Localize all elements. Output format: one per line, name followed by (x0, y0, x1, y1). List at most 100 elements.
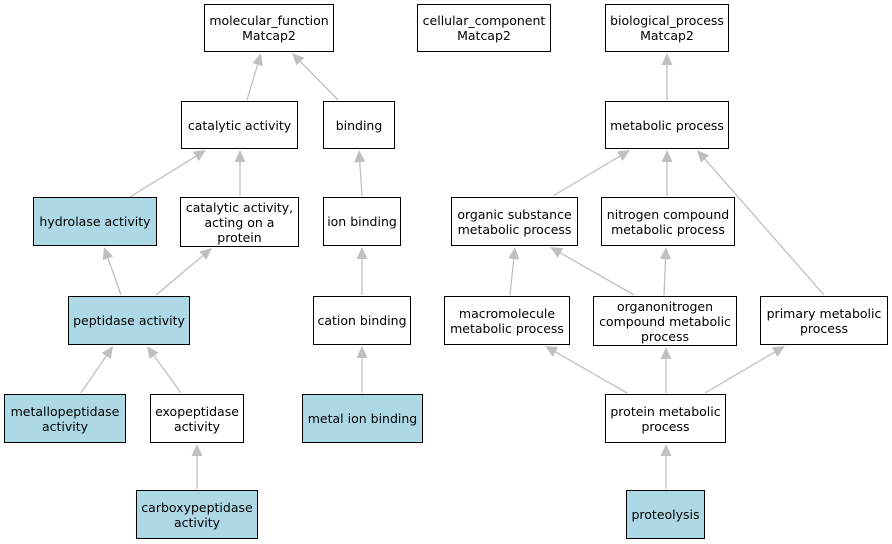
node-exopeptidase-activity[interactable]: exopeptidase activity (150, 394, 244, 443)
node-label: molecular_function Matcap2 (209, 13, 329, 43)
arrowhead-icon (771, 346, 785, 357)
node-carboxypeptidase-activity[interactable]: carboxypeptidase activity (136, 490, 258, 539)
edge-cation-binding-to-ion-binding (356, 247, 368, 295)
arrowhead-icon (660, 247, 671, 260)
arrowhead-icon (354, 150, 366, 163)
edge-metal-ion-binding-to-cation-binding (356, 346, 368, 393)
edge-hydrolase-activity-to-catalytic-activity (129, 150, 206, 198)
edge-ion-binding-to-binding (354, 150, 366, 197)
edge-line (107, 258, 122, 296)
arrowhead-icon (660, 347, 672, 359)
node-catalytic-activity-acting-on-a-protein[interactable]: catalytic activity, acting on a protein (180, 197, 299, 247)
node-label: hydrolase activity (39, 214, 151, 229)
node-label: binding (335, 117, 383, 133)
node-label: biological_process Matcap2 (610, 13, 724, 43)
node-label: macromolecule metabolic process (450, 305, 564, 336)
arrowhead-icon (192, 150, 206, 161)
edge-peptidase-activity-to-hydrolase-activity (102, 247, 122, 296)
node-label: protein metabolic process (610, 403, 721, 434)
edge-line (560, 252, 635, 296)
edge-protein-metabolic-to-macromolecule (545, 346, 628, 394)
edge-peptidase-activity-to-catalytic-activity-protein (155, 248, 212, 296)
edge-line (80, 355, 107, 394)
node-molecular-function[interactable]: molecular_function Matcap2 (204, 4, 334, 52)
node-label: organic substance metabolic process (457, 206, 572, 237)
edge-metallopeptidase-to-peptidase-activity (80, 346, 113, 394)
edge-nitrogen-compound-to-metabolic-process (661, 150, 673, 196)
edge-binding-to-molecular-function (292, 53, 339, 101)
edge-line (704, 351, 775, 394)
edge-line (129, 155, 197, 198)
edge-protein-metabolic-to-organonitrogen (660, 347, 672, 393)
node-metal-ion-binding[interactable]: metal ion binding (302, 394, 423, 443)
arrowhead-icon (697, 150, 710, 163)
arrowhead-icon (356, 247, 368, 259)
node-label: nitrogen compound metabolic process (606, 206, 730, 237)
arrowhead-icon (101, 346, 113, 360)
node-label: primary metabolic process (766, 305, 882, 336)
edge-exopeptidase-to-peptidase-activity (147, 346, 182, 394)
node-label: metabolic process (610, 117, 724, 133)
edge-carboxypeptidase-to-exopeptidase (191, 444, 203, 489)
node-primary-metabolic-process[interactable]: primary metabolic process (760, 296, 888, 345)
edge-organonitrogen-to-organic-substance (550, 247, 635, 296)
node-cellular-component[interactable]: cellular_component Matcap2 (417, 4, 551, 52)
arrowhead-icon (550, 247, 564, 258)
edge-organic-substance-to-metabolic-process (552, 150, 630, 197)
node-label: catalytic activity (187, 117, 292, 133)
node-peptidase-activity[interactable]: peptidase activity (68, 296, 190, 345)
edge-line (153, 355, 182, 394)
node-label: cation binding (317, 313, 407, 328)
arrowhead-icon (508, 247, 520, 260)
edge-line (509, 258, 515, 296)
node-nitrogen-compound-metabolic-process[interactable]: nitrogen compound metabolic process (601, 197, 735, 246)
node-binding[interactable]: binding (323, 101, 395, 149)
arrowhead-icon (292, 53, 305, 66)
node-label: organonitrogen compound metabolic proces… (599, 298, 731, 344)
node-label: proteolysis (631, 507, 700, 522)
arrowhead-icon (199, 248, 212, 260)
edge-catalytic-activity-to-molecular-function (246, 53, 263, 101)
arrowhead-icon (147, 346, 159, 359)
node-cation-binding[interactable]: cation binding (313, 296, 411, 345)
node-macromolecule-metabolic-process[interactable]: macromolecule metabolic process (444, 296, 570, 345)
edge-line (555, 351, 628, 394)
arrowhead-icon (661, 150, 673, 162)
edge-proteolysis-to-protein-metabolic (660, 444, 672, 489)
arrowhead-icon (356, 346, 368, 358)
arrowhead-icon (252, 53, 263, 67)
edge-line (155, 255, 204, 296)
node-protein-metabolic-process[interactable]: protein metabolic process (605, 394, 726, 443)
edge-line (359, 161, 363, 197)
arrowhead-icon (616, 150, 630, 161)
node-hydrolase-activity[interactable]: hydrolase activity (33, 197, 157, 246)
node-metallopeptidase-activity[interactable]: metallopeptidase activity (4, 394, 126, 443)
node-label: catalytic activity, acting on a protein (185, 199, 294, 245)
node-label: ion binding (327, 214, 397, 229)
node-proteolysis[interactable]: proteolysis (626, 490, 705, 539)
node-metabolic-process[interactable]: metabolic process (605, 101, 729, 149)
arrowhead-icon (234, 150, 246, 162)
node-organonitrogen-compound-metabolic-process[interactable]: organonitrogen compound metabolic proces… (593, 296, 737, 346)
arrowhead-icon (102, 247, 114, 261)
edge-line (704, 158, 825, 296)
edge-protein-metabolic-to-primary-metabolic (704, 346, 785, 394)
edge-organonitrogen-to-nitrogen-compound (660, 247, 671, 296)
node-biological-process[interactable]: biological_process Matcap2 (605, 4, 729, 52)
arrowhead-icon (545, 346, 559, 357)
node-label: carboxypeptidase activity (141, 499, 253, 530)
arrowhead-icon (191, 444, 203, 456)
edge-line (299, 61, 339, 101)
node-organic-substance-metabolic-process[interactable]: organic substance metabolic process (451, 197, 578, 246)
node-label: cellular_component Matcap2 (422, 13, 546, 43)
node-catalytic-activity[interactable]: catalytic activity (181, 101, 298, 149)
edge-line (246, 64, 259, 101)
edge-catalytic-activity-protein-to-catalytic-activity (234, 150, 246, 196)
edge-line (552, 155, 621, 197)
arrowhead-icon (660, 444, 672, 456)
node-label: peptidase activity (73, 313, 185, 328)
node-ion-binding[interactable]: ion binding (323, 197, 401, 246)
node-label: exopeptidase activity (155, 403, 239, 434)
